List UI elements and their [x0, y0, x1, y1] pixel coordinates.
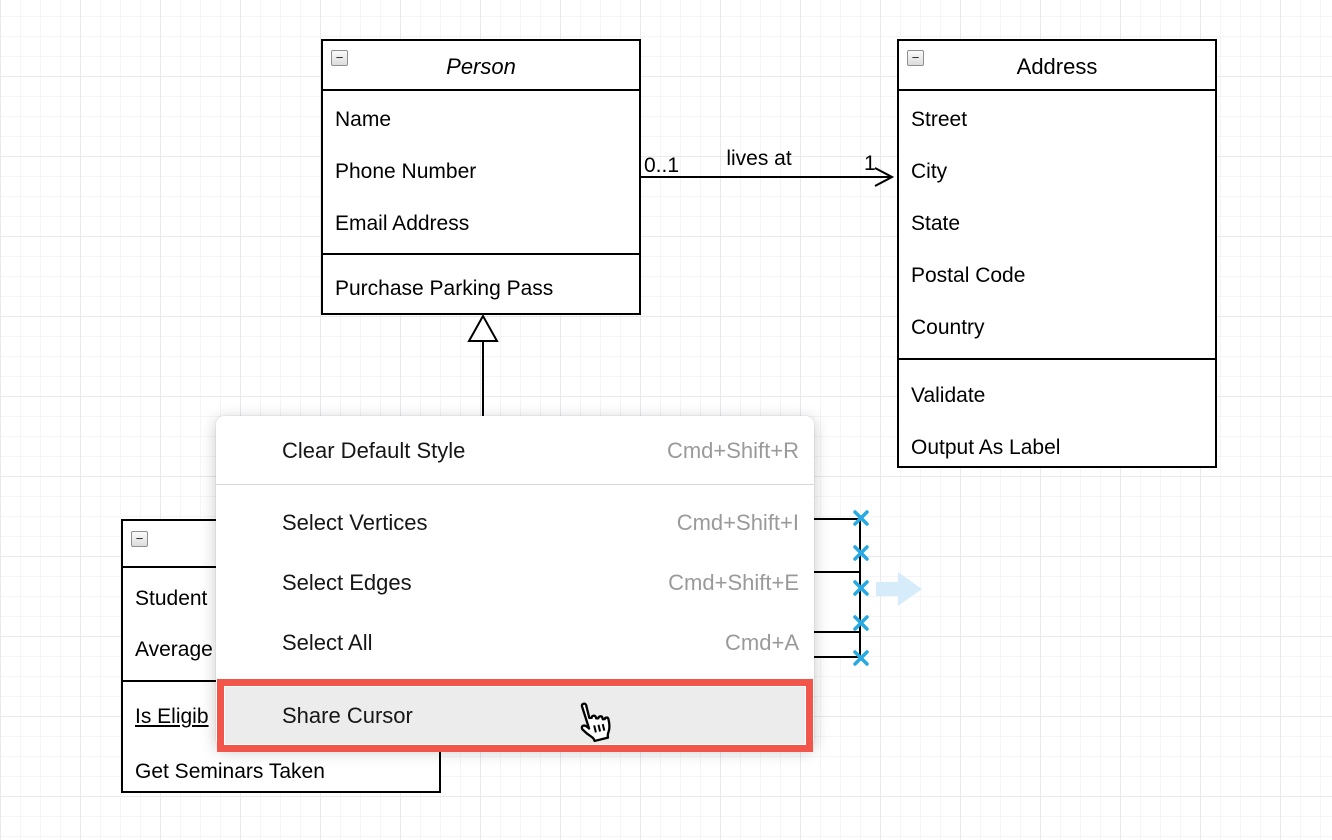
- target-multiplicity-label[interactable]: 1: [864, 152, 876, 175]
- inheritance-edge[interactable]: [467, 313, 499, 430]
- menu-item-shortcut: Cmd+A: [725, 630, 799, 655]
- menu-item-label: Select All: [282, 630, 373, 655]
- hollow-triangle-icon: [467, 313, 499, 342]
- menu-item-share-cursor[interactable]: Share Cursor: [225, 687, 805, 744]
- attribute-row[interactable]: Postal Code: [911, 264, 1026, 287]
- attribute-row[interactable]: Email Address: [335, 212, 470, 235]
- open-arrowhead-icon: [874, 167, 895, 187]
- class-title-person: Person: [446, 54, 516, 79]
- attribute-row[interactable]: State: [911, 212, 961, 235]
- class-title-address: Address: [1016, 54, 1098, 79]
- menu-item-label: Clear Default Style: [282, 438, 466, 463]
- class-box-address[interactable]: − Address Street City State Postal Code …: [897, 39, 1217, 468]
- method-row[interactable]: Purchase Parking Pass: [335, 277, 554, 300]
- menu-item-label: Share Cursor: [282, 702, 413, 728]
- menu-item-select-edges[interactable]: Select Edges Cmd+Shift+E: [216, 553, 814, 613]
- attribute-row[interactable]: Average: [135, 638, 213, 661]
- menu-item-shortcut: Cmd+Shift+I: [676, 510, 799, 535]
- attribute-row[interactable]: Phone Number: [335, 160, 477, 183]
- class-box-person[interactable]: − Person Name Phone Number Email Address…: [321, 39, 641, 315]
- menu-separator: [216, 484, 814, 485]
- attribute-row[interactable]: Country: [911, 316, 985, 339]
- collapse-icon[interactable]: −: [331, 50, 348, 66]
- context-menu: Clear Default Style Cmd+Shift+R Select V…: [216, 416, 814, 752]
- highlight-annotation: Share Cursor: [217, 679, 813, 752]
- attribute-row[interactable]: Street: [911, 108, 968, 131]
- method-row[interactable]: Output As Label: [911, 436, 1061, 459]
- menu-item-clear-default-style[interactable]: Clear Default Style Cmd+Shift+R: [216, 421, 814, 481]
- address-header[interactable]: − Address: [899, 41, 1215, 91]
- hand-pointer-cursor-icon: [580, 702, 611, 743]
- source-multiplicity-label[interactable]: 0..1: [644, 154, 680, 177]
- quick-connect-arrow-icon[interactable]: [876, 572, 922, 606]
- method-row[interactable]: Get Seminars Taken: [135, 760, 325, 783]
- menu-item-select-all[interactable]: Select All Cmd+A: [216, 613, 814, 673]
- section-divider: [899, 358, 1215, 360]
- collapse-icon[interactable]: −: [907, 50, 924, 66]
- menu-item-label: Select Edges: [282, 570, 412, 595]
- section-divider: [323, 253, 639, 255]
- menu-item-shortcut: Cmd+Shift+R: [666, 438, 799, 463]
- menu-item-shortcut: Cmd+Shift+E: [668, 570, 799, 595]
- method-row[interactable]: Is Eligib: [135, 705, 209, 728]
- attribute-row[interactable]: Student: [135, 587, 208, 610]
- method-row[interactable]: Validate: [911, 384, 986, 407]
- menu-item-select-vertices[interactable]: Select Vertices Cmd+Shift+I: [216, 493, 814, 553]
- association-label[interactable]: lives at: [726, 147, 792, 170]
- attribute-row[interactable]: Name: [335, 108, 392, 131]
- collapse-icon[interactable]: −: [131, 531, 148, 547]
- attribute-row[interactable]: City: [911, 160, 948, 183]
- menu-item-label: Select Vertices: [282, 510, 428, 535]
- person-header[interactable]: − Person: [323, 41, 639, 91]
